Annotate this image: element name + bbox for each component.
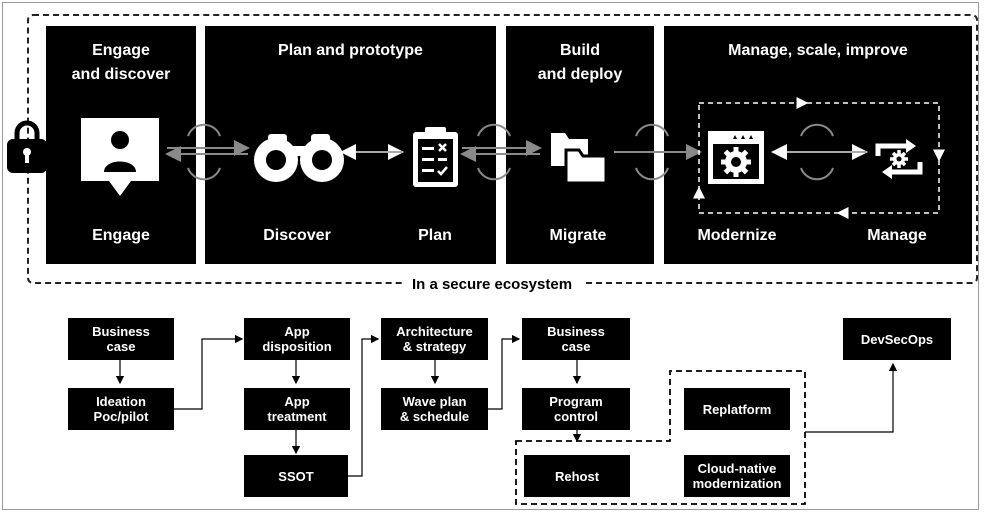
diagram-frame — [2, 2, 979, 510]
box-cloud-native-modernization: Cloud-native modernization — [684, 455, 790, 497]
lock-icon — [7, 120, 47, 173]
cycle-arrows-icon — [800, 123, 834, 181]
box-architecture-strategy: Architecture & strategy — [381, 318, 488, 360]
stage-label-manage: Manage — [867, 227, 927, 244]
box-rehost: Rehost — [524, 455, 630, 497]
cycle-arrows-icon — [614, 123, 702, 181]
box-business-case: Business case — [68, 318, 174, 360]
stage-label-discover: Discover — [263, 227, 331, 244]
sync-gear-icon — [875, 139, 923, 179]
stage-label-modernize: Modernize — [697, 227, 777, 244]
app-window-gear-icon — [708, 131, 764, 184]
box-business-case-2: Business case — [522, 318, 630, 360]
box-app-treatment: App treatment — [244, 388, 350, 430]
stage-label-engage: Engage — [92, 227, 150, 244]
box-ideation-poc-pilot: Ideation Poc/pilot — [68, 388, 174, 430]
box-app-disposition: App disposition — [244, 318, 350, 360]
binoculars-icon — [254, 134, 344, 182]
box-replatform: Replatform — [684, 388, 790, 430]
ecosystem-caption: In a secure ecosystem — [0, 276, 984, 294]
cycle-arrows-icon — [165, 123, 250, 181]
ecosystem-label: In a secure ecosystem — [401, 276, 583, 294]
person-chat-icon — [81, 118, 159, 196]
panel-title: Manage, scale, improve — [728, 42, 908, 59]
box-devsecops: DevSecOps — [843, 318, 951, 360]
panel-title: Plan and prototype — [278, 42, 423, 59]
box-program-control: Program control — [522, 388, 630, 430]
panel-title: Engage and discover — [71, 42, 171, 83]
box-ssot: SSOT — [244, 455, 348, 497]
box-wave-plan-schedule: Wave plan & schedule — [381, 388, 488, 430]
modernization-options-group — [515, 370, 806, 505]
stage-label-migrate: Migrate — [549, 227, 607, 244]
cycle-arrows-icon — [460, 123, 542, 181]
manage-loop-border — [693, 97, 945, 219]
folders-icon — [551, 133, 608, 185]
clipboard-checklist-icon — [413, 127, 458, 187]
panel-title: Build and deploy — [537, 42, 623, 83]
stage-label-plan: Plan — [418, 227, 452, 244]
